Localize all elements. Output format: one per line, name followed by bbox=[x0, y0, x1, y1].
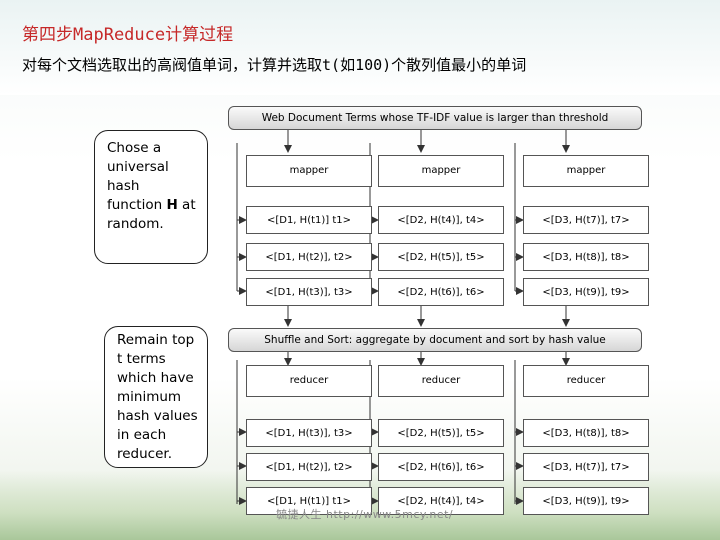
map-output-r3-c2: <[D2, H(t6)], t6> bbox=[378, 278, 504, 306]
map-output-r1-c3: <[D3, H(t7)], t7> bbox=[523, 206, 649, 234]
reduce-output-r1-c2: <[D2, H(t5)], t5> bbox=[378, 419, 504, 447]
map-output-r2-c1: <[D1, H(t2)], t2> bbox=[246, 243, 372, 271]
map-output-r1-c1: <[D1, H(t1)] t1> bbox=[246, 206, 372, 234]
map-output-r3-c1: <[D1, H(t3)], t3> bbox=[246, 278, 372, 306]
mapper-1: mapper bbox=[246, 155, 372, 187]
reduce-output-r2-c2: <[D2, H(t6)], t6> bbox=[378, 453, 504, 481]
reduce-output-r3-c1: <[D1, H(t1)] t1> bbox=[246, 487, 372, 515]
watermark-text: 毓捷人生 http://www.5mcy.net/ bbox=[276, 508, 454, 521]
hash-function-note: Chose a universal hash function H at ran… bbox=[94, 130, 208, 264]
slide-title: 第四步MapReduce计算过程 bbox=[22, 25, 234, 45]
reduce-output-r2-c1: <[D1, H(t2)], t2> bbox=[246, 453, 372, 481]
slide-subtitle: 对每个文档选取出的高阀值单词，计算并选取t(如100)个散列值最小的单词 bbox=[22, 56, 527, 74]
reducer-1: reducer bbox=[246, 365, 372, 397]
mapper-2: mapper bbox=[378, 155, 504, 187]
reduce-output-r3-c2: <[D2, H(t4)], t4> bbox=[378, 487, 504, 515]
reducer-3: reducer bbox=[523, 365, 649, 397]
shuffle-sort-bar: Shuffle and Sort: aggregate by document … bbox=[228, 328, 642, 352]
map-output-r2-c2: <[D2, H(t5)], t5> bbox=[378, 243, 504, 271]
reducer-top-t-note: Remain top t terms which have minimum ha… bbox=[104, 326, 208, 468]
mapper-3: mapper bbox=[523, 155, 649, 187]
note1-part-a: Chose a universal hash function bbox=[107, 140, 169, 213]
reduce-output-r2-c3: <[D3, H(t7)], t7> bbox=[523, 453, 649, 481]
reduce-output-r1-c1: <[D1, H(t3)], t3> bbox=[246, 419, 372, 447]
background-sky bbox=[0, 0, 720, 95]
reducer-2: reducer bbox=[378, 365, 504, 397]
branch-lines-col-1 bbox=[236, 143, 246, 291]
note1-part-c: at random. bbox=[107, 197, 196, 232]
branch-lines-col-3 bbox=[514, 143, 523, 291]
map-output-r3-c3: <[D3, H(t9)], t9> bbox=[523, 278, 649, 306]
reduce-output-r3-c3: <[D3, H(t9)], t9> bbox=[523, 487, 649, 515]
note1-part-h: H bbox=[166, 197, 178, 213]
input-terms-bar: Web Document Terms whose TF-IDF value is… bbox=[228, 106, 642, 130]
map-output-r1-c2: <[D2, H(t4)], t4> bbox=[378, 206, 504, 234]
reduce-output-r1-c3: <[D3, H(t8)], t8> bbox=[523, 419, 649, 447]
map-output-r2-c3: <[D3, H(t8)], t8> bbox=[523, 243, 649, 271]
